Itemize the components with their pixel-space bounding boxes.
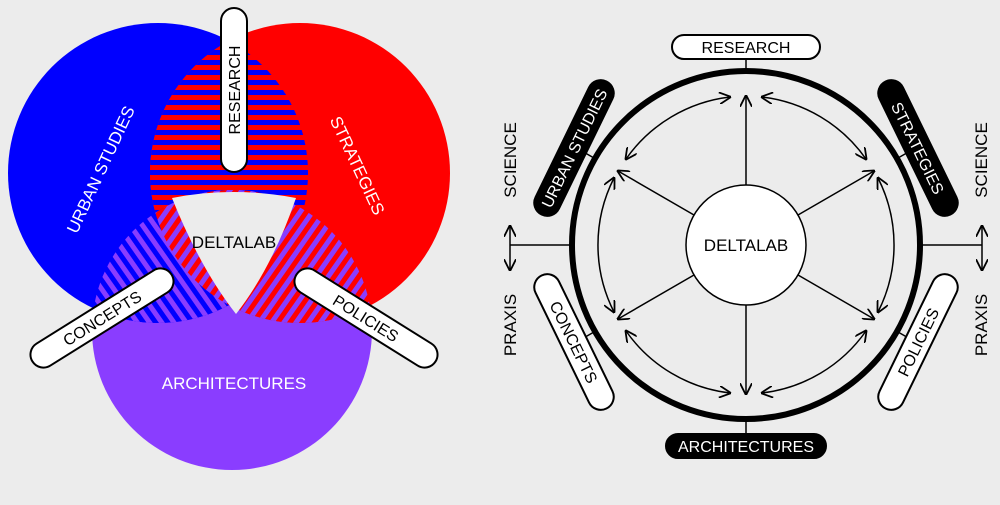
wheel-architectures-label: ARCHITECTURES [678, 439, 814, 456]
venn-diagram: DELTALAB URBAN STUDIES STRATEGIES ARCHIT… [8, 7, 450, 470]
arc-top-right [762, 97, 866, 159]
wheel-research-tag: RESEARCH [671, 34, 821, 60]
deltalab-center-region [172, 192, 296, 314]
wheel-center-label: DELTALAB [704, 236, 788, 255]
wheel-research-label: RESEARCH [702, 40, 791, 57]
arc-top-left [626, 97, 730, 159]
venn-center-label: DELTALAB [192, 233, 276, 252]
axis-arrows [510, 226, 982, 270]
radial-arrow-upper-right [797, 171, 874, 216]
research-tag: RESEARCH [220, 7, 248, 173]
left-science-label: SCIENCE [501, 122, 520, 198]
wheel-diagram: DELTALAB [501, 34, 991, 459]
radial-arrow-upper-left [618, 171, 695, 216]
architectures-label: ARCHITECTURES [162, 374, 307, 393]
radial-arrow-lower-left [618, 274, 695, 319]
wheel-architectures-tag: ARCHITECTURES [665, 433, 827, 459]
right-praxis-label: PRAXIS [972, 294, 991, 356]
arc-right [878, 178, 895, 312]
radial-arrow-lower-right [797, 274, 874, 319]
left-praxis-label: PRAXIS [501, 294, 520, 356]
arc-bottom-left [626, 331, 730, 393]
radial-arrows [618, 96, 874, 394]
right-science-label: SCIENCE [972, 122, 991, 198]
circular-arrows [597, 97, 895, 393]
research-tag-label: RESEARCH [227, 46, 244, 135]
arc-left [597, 178, 614, 312]
arc-bottom-right [762, 331, 866, 393]
